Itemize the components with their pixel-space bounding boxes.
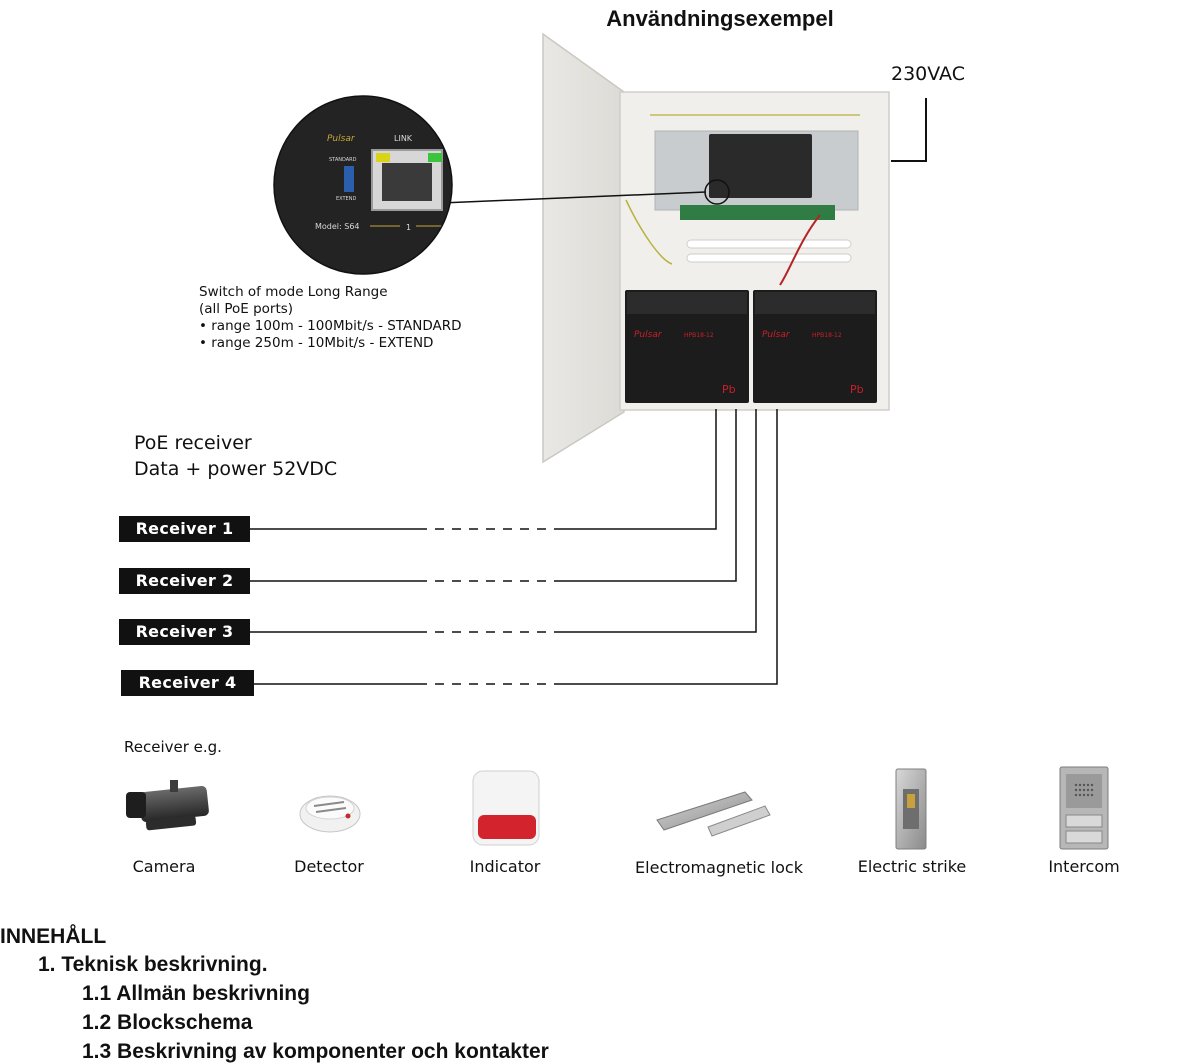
receiver-3-label: Receiver 3 bbox=[119, 619, 250, 645]
device-label-detector: Detector bbox=[294, 857, 364, 876]
device-label-electric-strike: Electric strike bbox=[857, 857, 967, 876]
electric-strike-icon bbox=[895, 768, 927, 850]
zoom-inset: Pulsar LINK STANDARD EXTEND Model: S64 1 bbox=[273, 95, 453, 275]
receiver-4-label: Receiver 4 bbox=[121, 670, 254, 696]
battery-left: Pulsar HPB18-12 Pb bbox=[625, 290, 749, 403]
toc-heading: INNEHÅLL bbox=[0, 925, 107, 948]
inset-extend: EXTEND bbox=[336, 196, 356, 202]
link-led-green bbox=[428, 153, 442, 162]
switch-info-line: Switch of mode Long Range bbox=[199, 284, 388, 300]
battery-pb: Pb bbox=[722, 383, 736, 396]
link-led-yellow bbox=[376, 153, 390, 162]
electromagnetic-lock-icon bbox=[656, 791, 771, 837]
toc-item[interactable]: 1.1 Allmän beskrivning bbox=[82, 982, 310, 1005]
toc-item[interactable]: 1.3 Beskrivning av komponenter och konta… bbox=[82, 1040, 549, 1063]
switch-info-line: • range 100m - 100Mbit/s - STANDARD bbox=[199, 318, 462, 334]
battery-model: HPB18-12 bbox=[812, 332, 842, 339]
toc-item[interactable]: 1.2 Blockschema bbox=[82, 1011, 253, 1034]
receiver-1-label: Receiver 1 bbox=[119, 516, 250, 542]
battery-right: Pulsar HPB18-12 Pb bbox=[753, 290, 877, 403]
inset-model: Model: S64 bbox=[315, 222, 360, 231]
inset-brand: Pulsar bbox=[327, 134, 356, 144]
device-label-indicator: Indicator bbox=[469, 857, 541, 876]
indicator-icon bbox=[472, 770, 540, 846]
receiver-examples-label: Receiver e.g. bbox=[124, 738, 222, 756]
receiver-connection-lines bbox=[250, 409, 778, 685]
battery-brand: Pulsar bbox=[634, 330, 663, 340]
poe-receiver-info: PoE receiver Data + power 52VDC bbox=[134, 430, 337, 482]
camera-icon bbox=[126, 780, 209, 831]
switch-mode-info: Switch of mode Long Range (all PoE ports… bbox=[199, 284, 462, 352]
inset-port-number: 1 bbox=[406, 223, 411, 232]
page-title: Användningsexempel bbox=[606, 6, 834, 31]
battery-brand: Pulsar bbox=[762, 330, 791, 340]
detector-icon bbox=[299, 795, 361, 833]
inset-link: LINK bbox=[394, 134, 413, 143]
toc-item[interactable]: 1. Teknisk beskrivning. bbox=[38, 953, 268, 976]
poe-line-2: Data + power 52VDC bbox=[134, 458, 338, 480]
device-label-camera: Camera bbox=[132, 857, 196, 876]
switch-info-line: (all PoE ports) bbox=[199, 301, 294, 317]
ac-power-line bbox=[891, 98, 927, 162]
psu-module bbox=[709, 134, 812, 198]
inset-standard: STANDARD bbox=[329, 157, 357, 163]
enclosure-door bbox=[542, 32, 625, 464]
power-label: 230VAC bbox=[891, 63, 965, 85]
battery-pb: Pb bbox=[850, 383, 864, 396]
switch-info-line: • range 250m - 10Mbit/s - EXTEND bbox=[199, 335, 434, 351]
intercom-icon bbox=[1059, 766, 1109, 850]
mode-switch bbox=[344, 166, 354, 192]
battery-model: HPB18-12 bbox=[684, 332, 714, 339]
poe-line-1: PoE receiver bbox=[134, 432, 252, 454]
receiver-2-label: Receiver 2 bbox=[119, 568, 250, 594]
device-label-electromagnetic-lock: Electromagnetic lock bbox=[635, 858, 803, 877]
device-label-intercom: Intercom bbox=[1048, 857, 1120, 876]
